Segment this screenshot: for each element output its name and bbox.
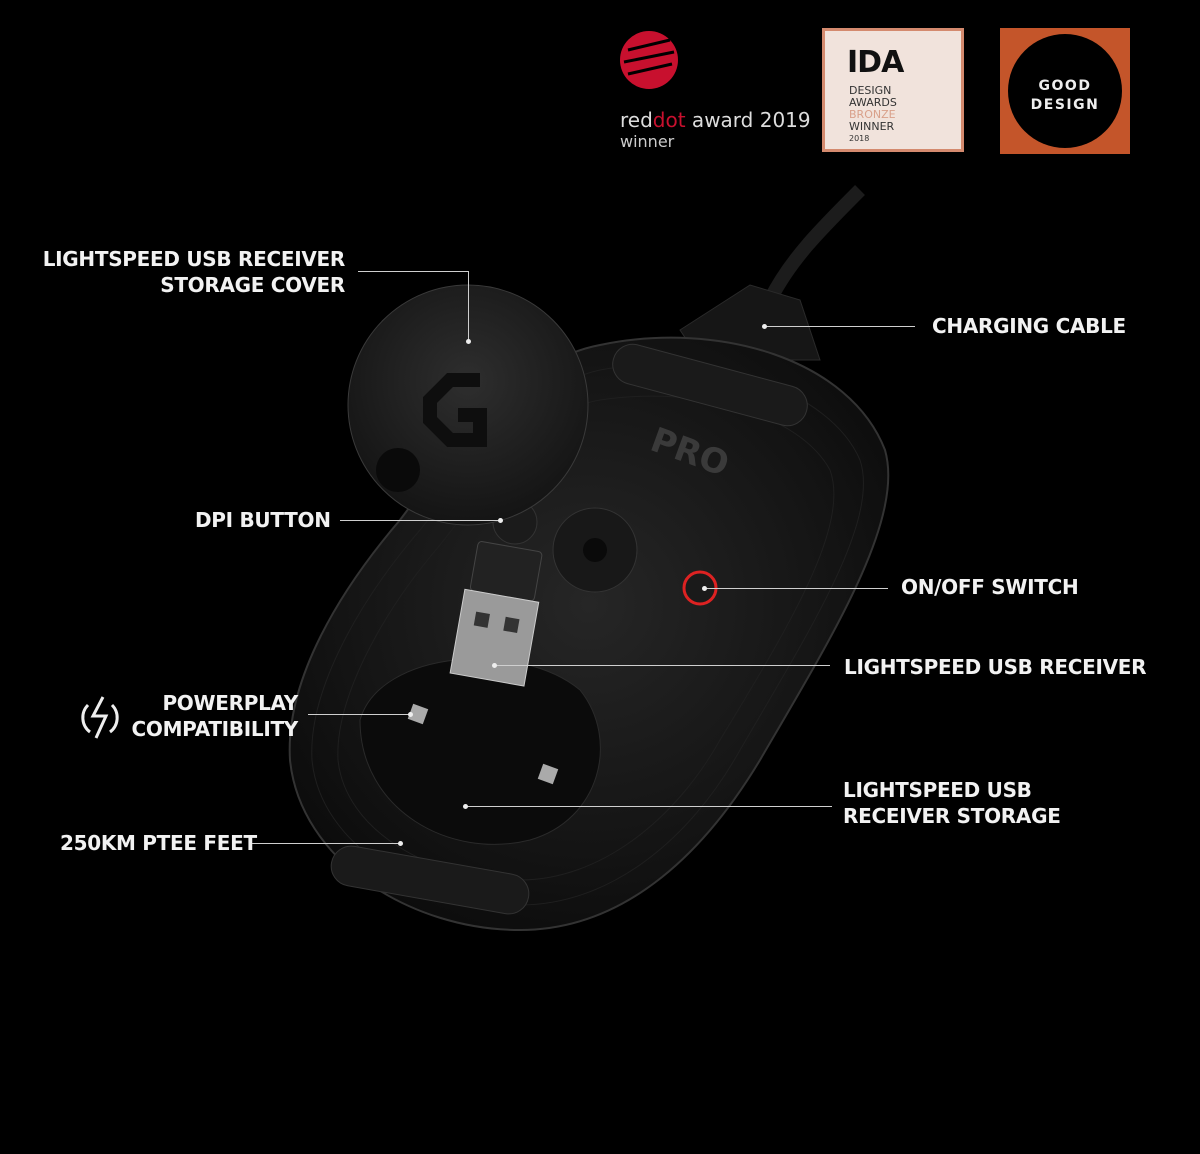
- receiver-storage-well: [359, 658, 601, 845]
- g-logo-icon: [423, 373, 487, 447]
- reddot-logo-icon: [620, 31, 678, 89]
- ida-award-badge: IDA DESIGN AWARDS BRONZE WINNER 2018: [822, 28, 964, 152]
- usb-receiver-label: LIGHTSPEED USB RECEIVER: [844, 655, 1147, 679]
- reddot-award-text: reddot award 2019: [620, 108, 811, 132]
- dpi-button-label: DPI BUTTON: [195, 508, 331, 532]
- charging-cable: [763, 185, 865, 304]
- good-design-badge: GOOD DESIGN: [1000, 28, 1130, 154]
- reddot-winner-text: winner: [620, 132, 675, 151]
- charging-cable-label: CHARGING CABLE: [932, 314, 1126, 338]
- ptfe-feet-label: 250KM PTEE FEET: [60, 831, 257, 855]
- storage-cover-disc: [347, 284, 589, 526]
- ptfe-foot-bottom: [330, 845, 530, 915]
- ptfe-foot-top: [612, 343, 808, 427]
- lightning-charge-icon: [81, 696, 119, 739]
- on-off-switch-label: ON/OFF SWITCH: [901, 575, 1079, 599]
- usb-receiver: [449, 541, 543, 687]
